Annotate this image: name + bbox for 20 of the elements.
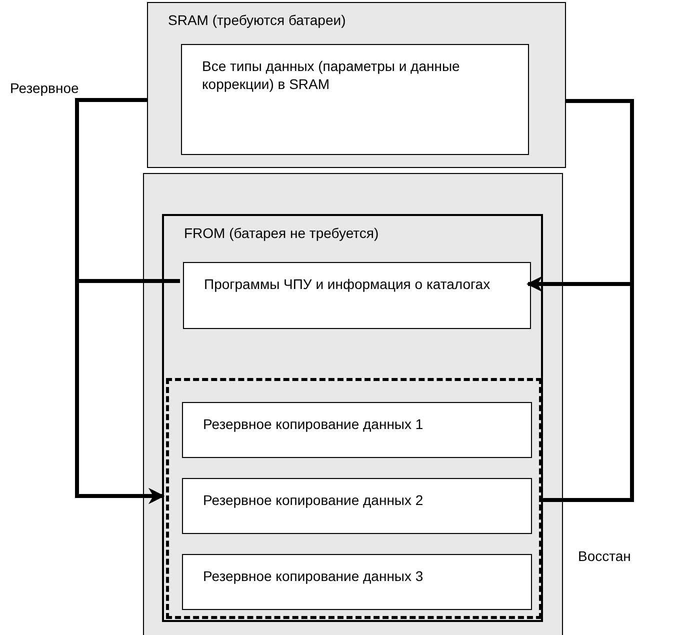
backup-group — [166, 378, 542, 619]
data-box — [182, 554, 532, 610]
memory-panel — [147, 2, 566, 168]
data-box — [181, 44, 529, 155]
box-text: Резервное копирование данных 3 — [203, 567, 424, 585]
box-text: Резервное копирование данных 2 — [203, 491, 424, 509]
flow-label: Резервное — [10, 80, 79, 96]
data-box — [183, 262, 531, 329]
memory-panel — [143, 173, 563, 635]
box-text: Резервное копирование данных 1 — [203, 415, 424, 433]
data-box — [182, 402, 532, 458]
flow-label: Восстан — [578, 548, 631, 564]
box-text: Программы ЧПУ и информация о каталогах — [204, 275, 492, 293]
memory-frame — [162, 214, 543, 622]
box-text: FROM (батарея не требуется) — [184, 224, 380, 242]
box-text: SRAM (требуются батареи) — [168, 11, 347, 29]
connector-arrow — [526, 276, 634, 502]
connector-arrow — [75, 279, 180, 504]
data-box — [182, 478, 532, 534]
box-text: Все типы данных (параметры и данные коррекции) в SRAM — [202, 57, 461, 93]
